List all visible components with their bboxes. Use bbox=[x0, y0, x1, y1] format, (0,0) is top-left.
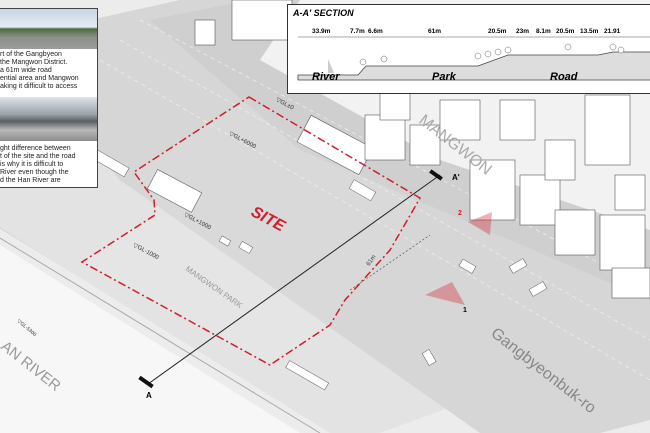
han-river bbox=[0, 245, 300, 433]
dim-9: 21.91 bbox=[604, 28, 621, 35]
section-marker-a-prime-label: A' bbox=[452, 173, 460, 182]
dim-river: 33.9m bbox=[312, 28, 331, 35]
section-marker-a-label: A bbox=[146, 391, 152, 400]
section-profile bbox=[297, 36, 650, 81]
dim-7: 20.5m bbox=[556, 28, 575, 35]
section-ground bbox=[297, 51, 650, 81]
road-width-dimension bbox=[349, 234, 431, 291]
section-panel: A-A' SECTION 33.9m 7.7m 6.6m 61m 20.5m 2… bbox=[287, 4, 650, 94]
viewpoint-cone-1[interactable] bbox=[425, 282, 465, 305]
dim-park: 61m bbox=[428, 28, 442, 35]
tree-icons bbox=[359, 43, 625, 66]
sailboat-icon bbox=[328, 59, 334, 73]
section-marker-a-prime bbox=[429, 169, 443, 181]
section-marker-a bbox=[138, 375, 154, 389]
section-title: A-A' SECTION bbox=[293, 8, 354, 18]
dim-2: 6.6m bbox=[368, 28, 383, 35]
dim-5: 23m bbox=[516, 28, 530, 35]
dim-8: 13.5m bbox=[580, 28, 599, 35]
lane-line bbox=[119, 39, 650, 341]
zone-park: Park bbox=[432, 71, 456, 83]
lane-line bbox=[99, 59, 650, 381]
viewpoint-cone-2[interactable] bbox=[468, 212, 492, 235]
buildings bbox=[146, 0, 650, 299]
info-text: ght difference between t of the site and… bbox=[0, 145, 76, 184]
info-panel: rt of the Gangbyeon the Mangwon District… bbox=[0, 8, 98, 188]
section-line bbox=[147, 174, 441, 385]
dim-4: 20.5m bbox=[488, 28, 507, 35]
river-edge bbox=[0, 237, 321, 433]
underpass-photo bbox=[0, 97, 97, 141]
gangbyeonbuk-ro-road bbox=[60, 0, 650, 433]
road-photo bbox=[0, 9, 97, 49]
site-boundary bbox=[80, 96, 422, 366]
zone-road: Road bbox=[550, 71, 578, 83]
zone-river: River bbox=[312, 71, 340, 83]
viewpoint-2-label[interactable]: 2 bbox=[458, 210, 462, 217]
dim-6: 8.1m bbox=[536, 28, 551, 35]
dim-1: 7.7m bbox=[350, 28, 365, 35]
park-band bbox=[0, 120, 470, 433]
road-width-label: 61m bbox=[366, 254, 378, 267]
info-text: rt of the Gangbyeon the Mangwon District… bbox=[0, 51, 79, 90]
viewpoint-1-label[interactable]: 1 bbox=[463, 307, 467, 314]
